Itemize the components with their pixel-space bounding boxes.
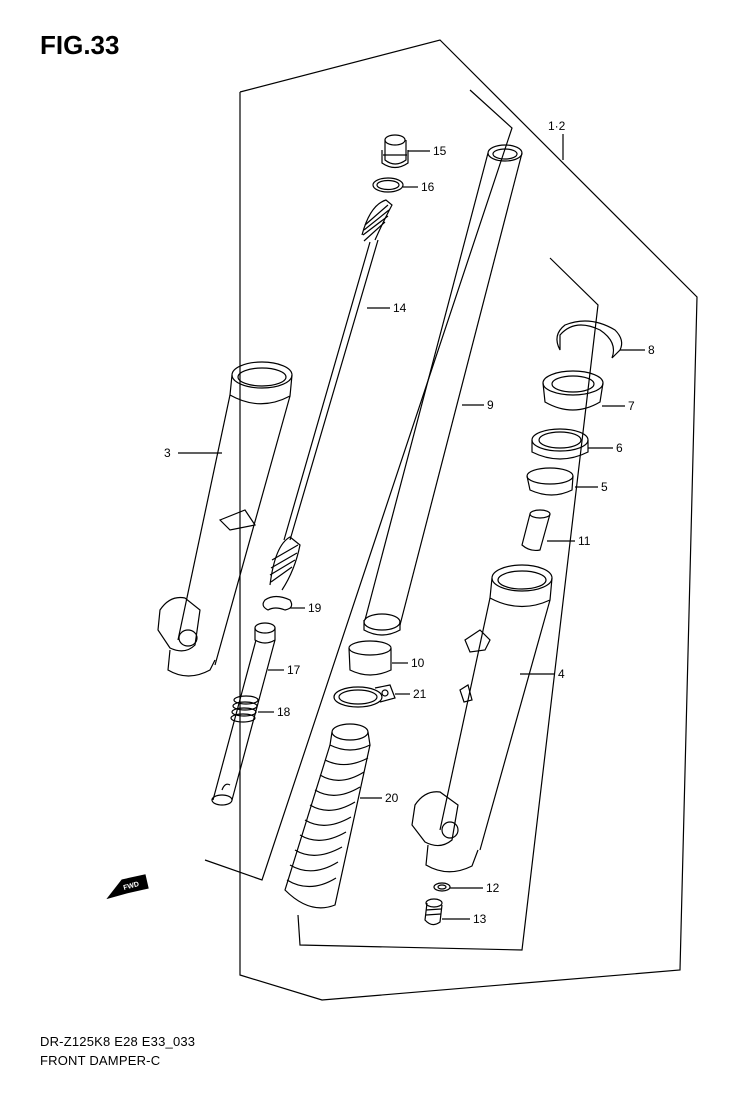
figure-name: FRONT DAMPER-C: [40, 1053, 161, 1068]
callout-11: 11: [578, 534, 591, 548]
part-gasket: [433, 882, 451, 892]
callout-19: 19: [308, 601, 322, 615]
figure-code: DR-Z125K8 E28 E33_033: [40, 1034, 196, 1049]
callout-18: 18: [277, 705, 291, 719]
part-cap-bolt: [381, 134, 409, 169]
callout-12: 12: [486, 881, 500, 895]
callout-20: 20: [385, 791, 399, 805]
part-slide-bushing: [526, 467, 574, 496]
part-clip: [262, 595, 293, 611]
callout-9: 9: [487, 398, 494, 412]
part-dust-boot: [284, 723, 371, 909]
callout-16: 16: [421, 180, 435, 194]
callout-6: 6: [616, 441, 623, 455]
fwd-arrow-icon: FWD: [106, 874, 149, 900]
assembly-outline: [239, 39, 698, 1001]
part-outer-tube-left: [157, 361, 293, 677]
part-slide-metal: [348, 640, 392, 676]
callout-21: 21: [413, 687, 427, 701]
callout-4: 4: [558, 667, 565, 681]
part-seal-washer: [531, 428, 589, 460]
part-o-ring: [372, 177, 404, 193]
callout-7: 7: [628, 399, 635, 413]
callout-3: 3: [164, 446, 171, 460]
callout-15: 15: [433, 144, 447, 158]
fwd-label: FWD: [123, 881, 140, 892]
part-oil-seal: [542, 370, 604, 411]
part-bolt: [424, 898, 443, 926]
part-damper-pipe: [211, 622, 276, 806]
part-oil-lock-piece: [521, 509, 551, 552]
part-inner-tube: [363, 144, 523, 636]
callout-13: 13: [473, 912, 487, 926]
part-damper-rod: [269, 199, 393, 591]
figure-title: FIG.33: [40, 30, 120, 60]
part-clamp: [333, 684, 396, 708]
callout-10: 10: [411, 656, 425, 670]
inner-panel-left: [204, 89, 513, 881]
callout-17: 17: [287, 663, 301, 677]
callout-14: 14: [393, 301, 407, 315]
callout-8: 8: [648, 343, 655, 357]
inner-panel-right: [297, 257, 599, 951]
assembly-label: 1·2: [548, 119, 566, 133]
part-snap-ring: [556, 320, 623, 359]
callout-5: 5: [601, 480, 608, 494]
part-outer-tube-right: [411, 564, 553, 873]
part-rebound-spring: [230, 695, 259, 723]
